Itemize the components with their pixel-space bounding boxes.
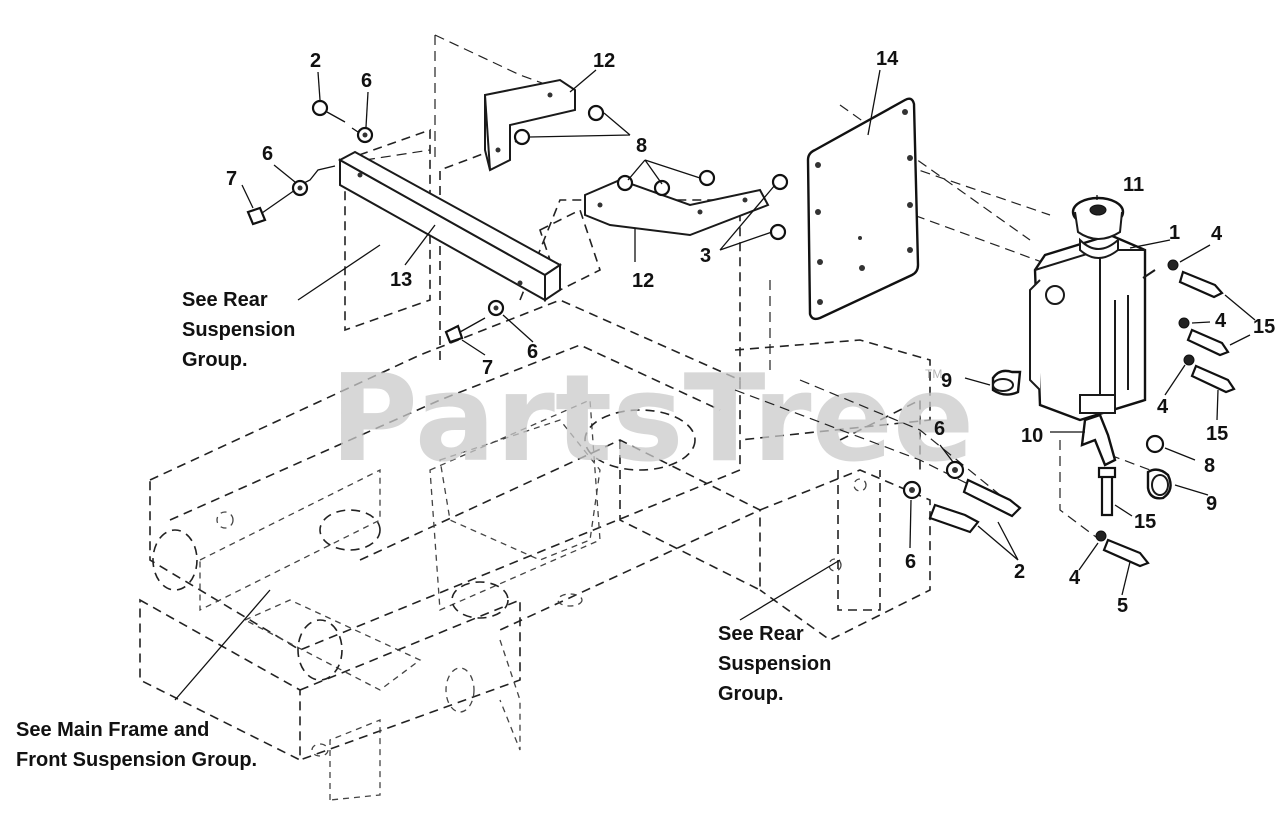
part-12-upper-bracket <box>484 78 576 172</box>
callout-9: 9 <box>941 370 952 392</box>
callout-7: 7 <box>226 168 237 190</box>
callout-12: 12 <box>632 270 654 292</box>
callout-3: 3 <box>700 245 711 267</box>
callout-9: 9 <box>1206 493 1217 515</box>
callout-4: 4 <box>1069 567 1081 589</box>
callout-6: 6 <box>905 551 916 573</box>
note-rear-suspension-left: See Rear Suspension Group. <box>182 289 295 371</box>
callout-7: 7 <box>482 357 493 379</box>
callout-5: 5 <box>1117 595 1128 617</box>
hardware <box>246 99 1236 568</box>
callout-11: 11 <box>1123 174 1144 196</box>
callout-4: 4 <box>1157 396 1169 418</box>
svg-text:Suspension: Suspension <box>182 319 295 341</box>
svg-text:See Rear: See Rear <box>182 289 268 311</box>
callout-12: 12 <box>593 50 615 72</box>
part-1-reservoir-tank <box>1029 233 1147 422</box>
callout-2: 2 <box>310 50 321 72</box>
callout-15: 15 <box>1206 423 1228 445</box>
part-9-clamps <box>991 369 1172 500</box>
part-12-lower-bracket <box>584 178 770 237</box>
callout-2: 2 <box>1014 561 1025 583</box>
part-14-mounting-plate <box>806 97 920 321</box>
callout-4: 4 <box>1211 223 1223 245</box>
watermark-text: PartsTree <box>330 350 974 489</box>
callout-6: 6 <box>527 341 538 363</box>
part-13-angle-bracket <box>337 150 562 302</box>
watermark-trademark: TM <box>925 367 942 381</box>
callout-1: 1 <box>1169 222 1180 244</box>
callout-6: 6 <box>262 143 273 165</box>
svg-text:Group.: Group. <box>182 349 248 371</box>
svg-text:See Rear: See Rear <box>718 623 804 645</box>
callout-6: 6 <box>934 418 945 440</box>
callout-14: 14 <box>876 48 899 70</box>
svg-text:Suspension: Suspension <box>718 653 831 675</box>
callout-8: 8 <box>1204 455 1215 477</box>
callouts: 2 6 12 14 6 7 8 11 1 4 3 12 13 15 4 6 7 … <box>226 48 1275 617</box>
callout-10: 10 <box>1021 425 1043 447</box>
callout-6: 6 <box>361 70 372 92</box>
callout-15: 15 <box>1134 511 1156 533</box>
svg-text:Front Suspension Group.: Front Suspension Group. <box>16 749 257 771</box>
svg-text:Group.: Group. <box>718 683 784 705</box>
callout-13: 13 <box>390 269 412 291</box>
callout-15: 15 <box>1253 316 1275 338</box>
watermark: PartsTree TM <box>330 350 974 489</box>
part-10-clip-bracket <box>1080 413 1117 467</box>
part-11-tank-cap <box>1071 196 1125 259</box>
callout-4: 4 <box>1215 310 1227 332</box>
callout-8: 8 <box>636 135 647 157</box>
leader-lines <box>174 69 1256 701</box>
svg-text:See Main Frame and: See Main Frame and <box>16 719 209 741</box>
note-main-frame: See Main Frame and Front Suspension Grou… <box>16 719 257 771</box>
note-rear-suspension-right: See Rear Suspension Group. <box>718 623 831 705</box>
